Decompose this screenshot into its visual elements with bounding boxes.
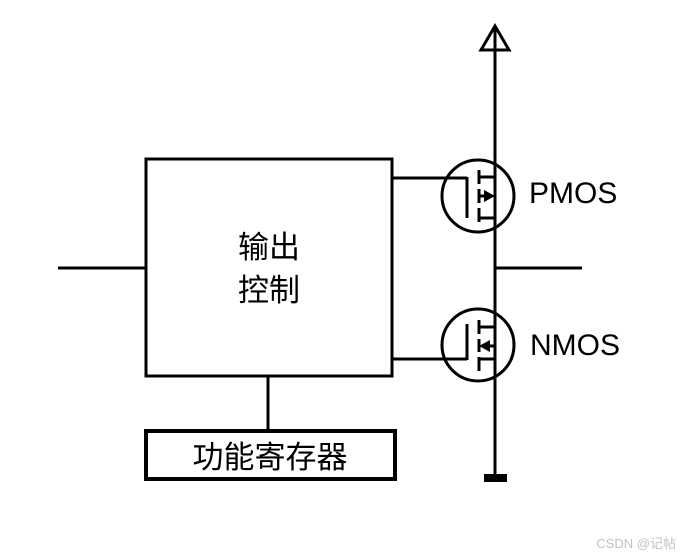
nmos-arrow-icon (479, 340, 490, 352)
function-register-label: 功能寄存器 (193, 440, 348, 475)
output-control-box (144, 157, 394, 378)
output-control-label-line1: 输出 (238, 230, 300, 265)
power-supply-arrow-icon (478, 23, 512, 52)
watermark-text: CSDN @记帖 (596, 536, 676, 551)
ground-icon (484, 474, 507, 482)
function-register-box (144, 429, 397, 481)
pmos-transistor-icon (392, 158, 516, 234)
nmos-body-circle (440, 307, 516, 383)
nmos-label: NMOS (530, 329, 620, 362)
pmos-label: PMOS (529, 177, 617, 210)
nmos-transistor-icon (392, 307, 516, 383)
output-control-label-line2: 控制 (238, 273, 300, 308)
pmos-body-circle (440, 158, 516, 234)
pmos-arrow-icon (484, 190, 495, 202)
